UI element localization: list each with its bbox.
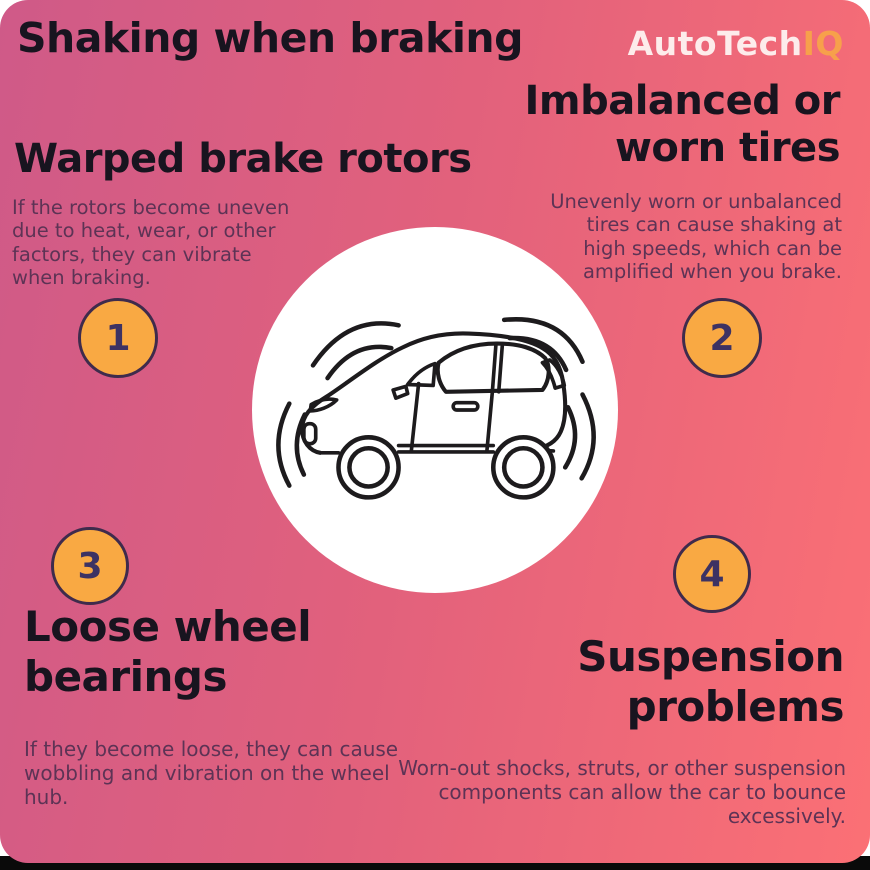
car-taillight xyxy=(540,358,567,390)
car-body-outline xyxy=(300,331,568,455)
number-badge-3: 3 xyxy=(51,527,129,605)
car-door-handle xyxy=(451,400,480,412)
brand-logo: AutoTechIQ xyxy=(628,24,844,63)
number-badge-2: 2 xyxy=(682,298,762,378)
center-illustration-circle xyxy=(252,227,618,593)
cause-description-imbalanced-tires: Unevenly worn or unbalanced tires can ca… xyxy=(550,190,842,284)
cause-description-warped-rotors: If the rotors become uneven due to heat,… xyxy=(12,196,290,290)
car-vent-window xyxy=(405,361,437,388)
page-title: Shaking when braking xyxy=(17,14,523,62)
car-b-pillar xyxy=(490,341,505,394)
cause-description-loose-bearings: If they become loose, they can cause wob… xyxy=(24,737,399,809)
cause-title-warped-rotors: Warped brake rotors xyxy=(14,136,472,182)
brand-logo-main: AutoTech xyxy=(627,24,803,63)
car-headlight xyxy=(308,397,339,413)
cause-title-loose-bearings: Loose wheel bearings xyxy=(24,602,312,701)
car-bumper-vent xyxy=(302,421,318,446)
number-badge-4: 4 xyxy=(673,535,751,613)
cause-title-suspension: Suspension problems xyxy=(577,632,844,731)
car-wheels xyxy=(336,435,556,500)
car-sill-lines xyxy=(320,443,556,455)
cause-title-imbalanced-tires: Imbalanced or worn tires xyxy=(524,78,841,172)
shaking-car-illustration xyxy=(276,317,596,500)
car-window-outline xyxy=(435,341,551,394)
cause-description-suspension: Worn-out shocks, struts, or other suspen… xyxy=(398,756,846,828)
number-badge-1: 1 xyxy=(78,298,158,378)
car-door-seam xyxy=(409,381,495,453)
brand-logo-accent: IQ xyxy=(802,24,844,63)
car-mirror xyxy=(391,384,410,400)
